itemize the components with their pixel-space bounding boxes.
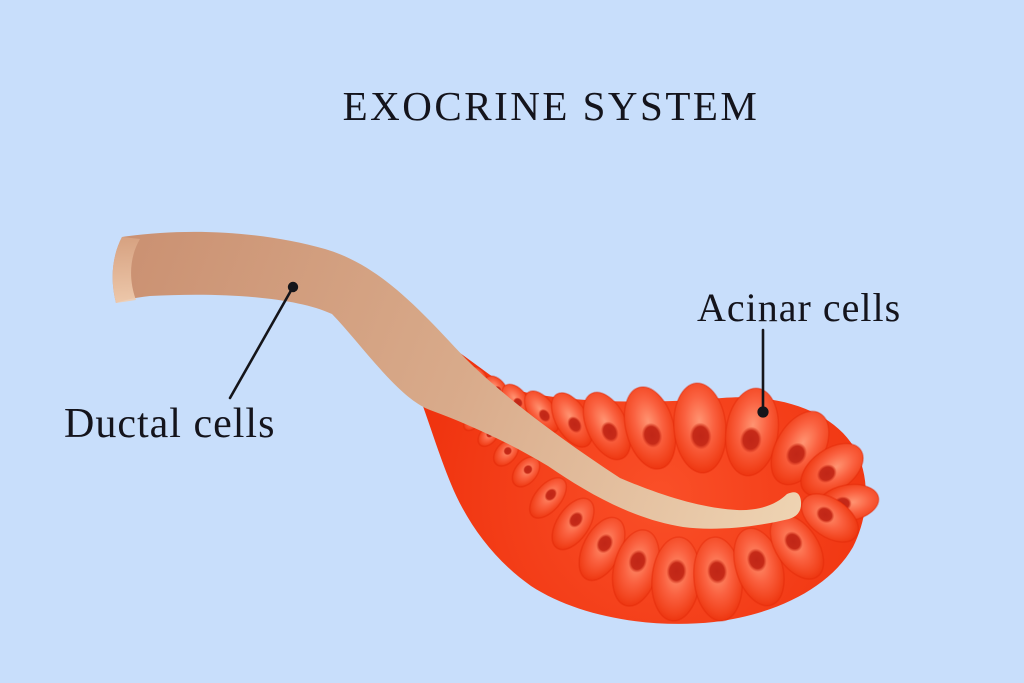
acinar-cell <box>582 391 632 461</box>
duct-body <box>112 231 802 529</box>
label-ductal-cells: Ductal cells <box>64 401 276 447</box>
acinar-cell <box>651 536 701 622</box>
cell-nucleus <box>544 488 558 502</box>
cell-nucleus <box>523 464 533 475</box>
acinar-cell <box>623 386 677 470</box>
acinar-cell <box>673 382 727 474</box>
acinar-pointer-dot <box>757 406 769 418</box>
cell-nucleus <box>816 506 835 524</box>
acinar-cell <box>769 514 825 580</box>
cell-nucleus <box>567 416 583 434</box>
cell-nucleus <box>746 548 767 572</box>
acinar-cell <box>551 497 595 551</box>
cell-nucleus <box>785 442 808 466</box>
cell-nucleus <box>816 464 837 484</box>
ductal-leader-line <box>228 285 295 400</box>
cell-nucleus <box>783 531 803 552</box>
duct-cut-face <box>112 237 140 303</box>
acinar-cell <box>528 477 568 519</box>
cell-nucleus <box>641 422 663 448</box>
acinar-cell <box>611 529 661 607</box>
cell-nucleus <box>689 422 712 450</box>
cell-nucleus <box>538 408 551 423</box>
cell-nucleus <box>503 446 513 456</box>
acinar-cell <box>578 516 626 582</box>
cell-nucleus <box>568 511 584 528</box>
ductal-pointer-dot <box>287 281 299 293</box>
cell-nucleus <box>739 426 762 453</box>
cell-nucleus <box>600 421 619 443</box>
diagram-title: EXOCRINE SYSTEM <box>342 83 760 129</box>
cell-nucleus <box>707 558 728 585</box>
annotation-lines <box>228 281 769 418</box>
cell-nucleus <box>628 549 648 573</box>
cell-nucleus <box>596 533 614 554</box>
acinar-cell <box>800 493 860 543</box>
cell-nucleus <box>666 558 687 585</box>
acinar-cells-cluster <box>441 351 880 622</box>
label-acinar-cells: Acinar cells <box>697 285 902 330</box>
